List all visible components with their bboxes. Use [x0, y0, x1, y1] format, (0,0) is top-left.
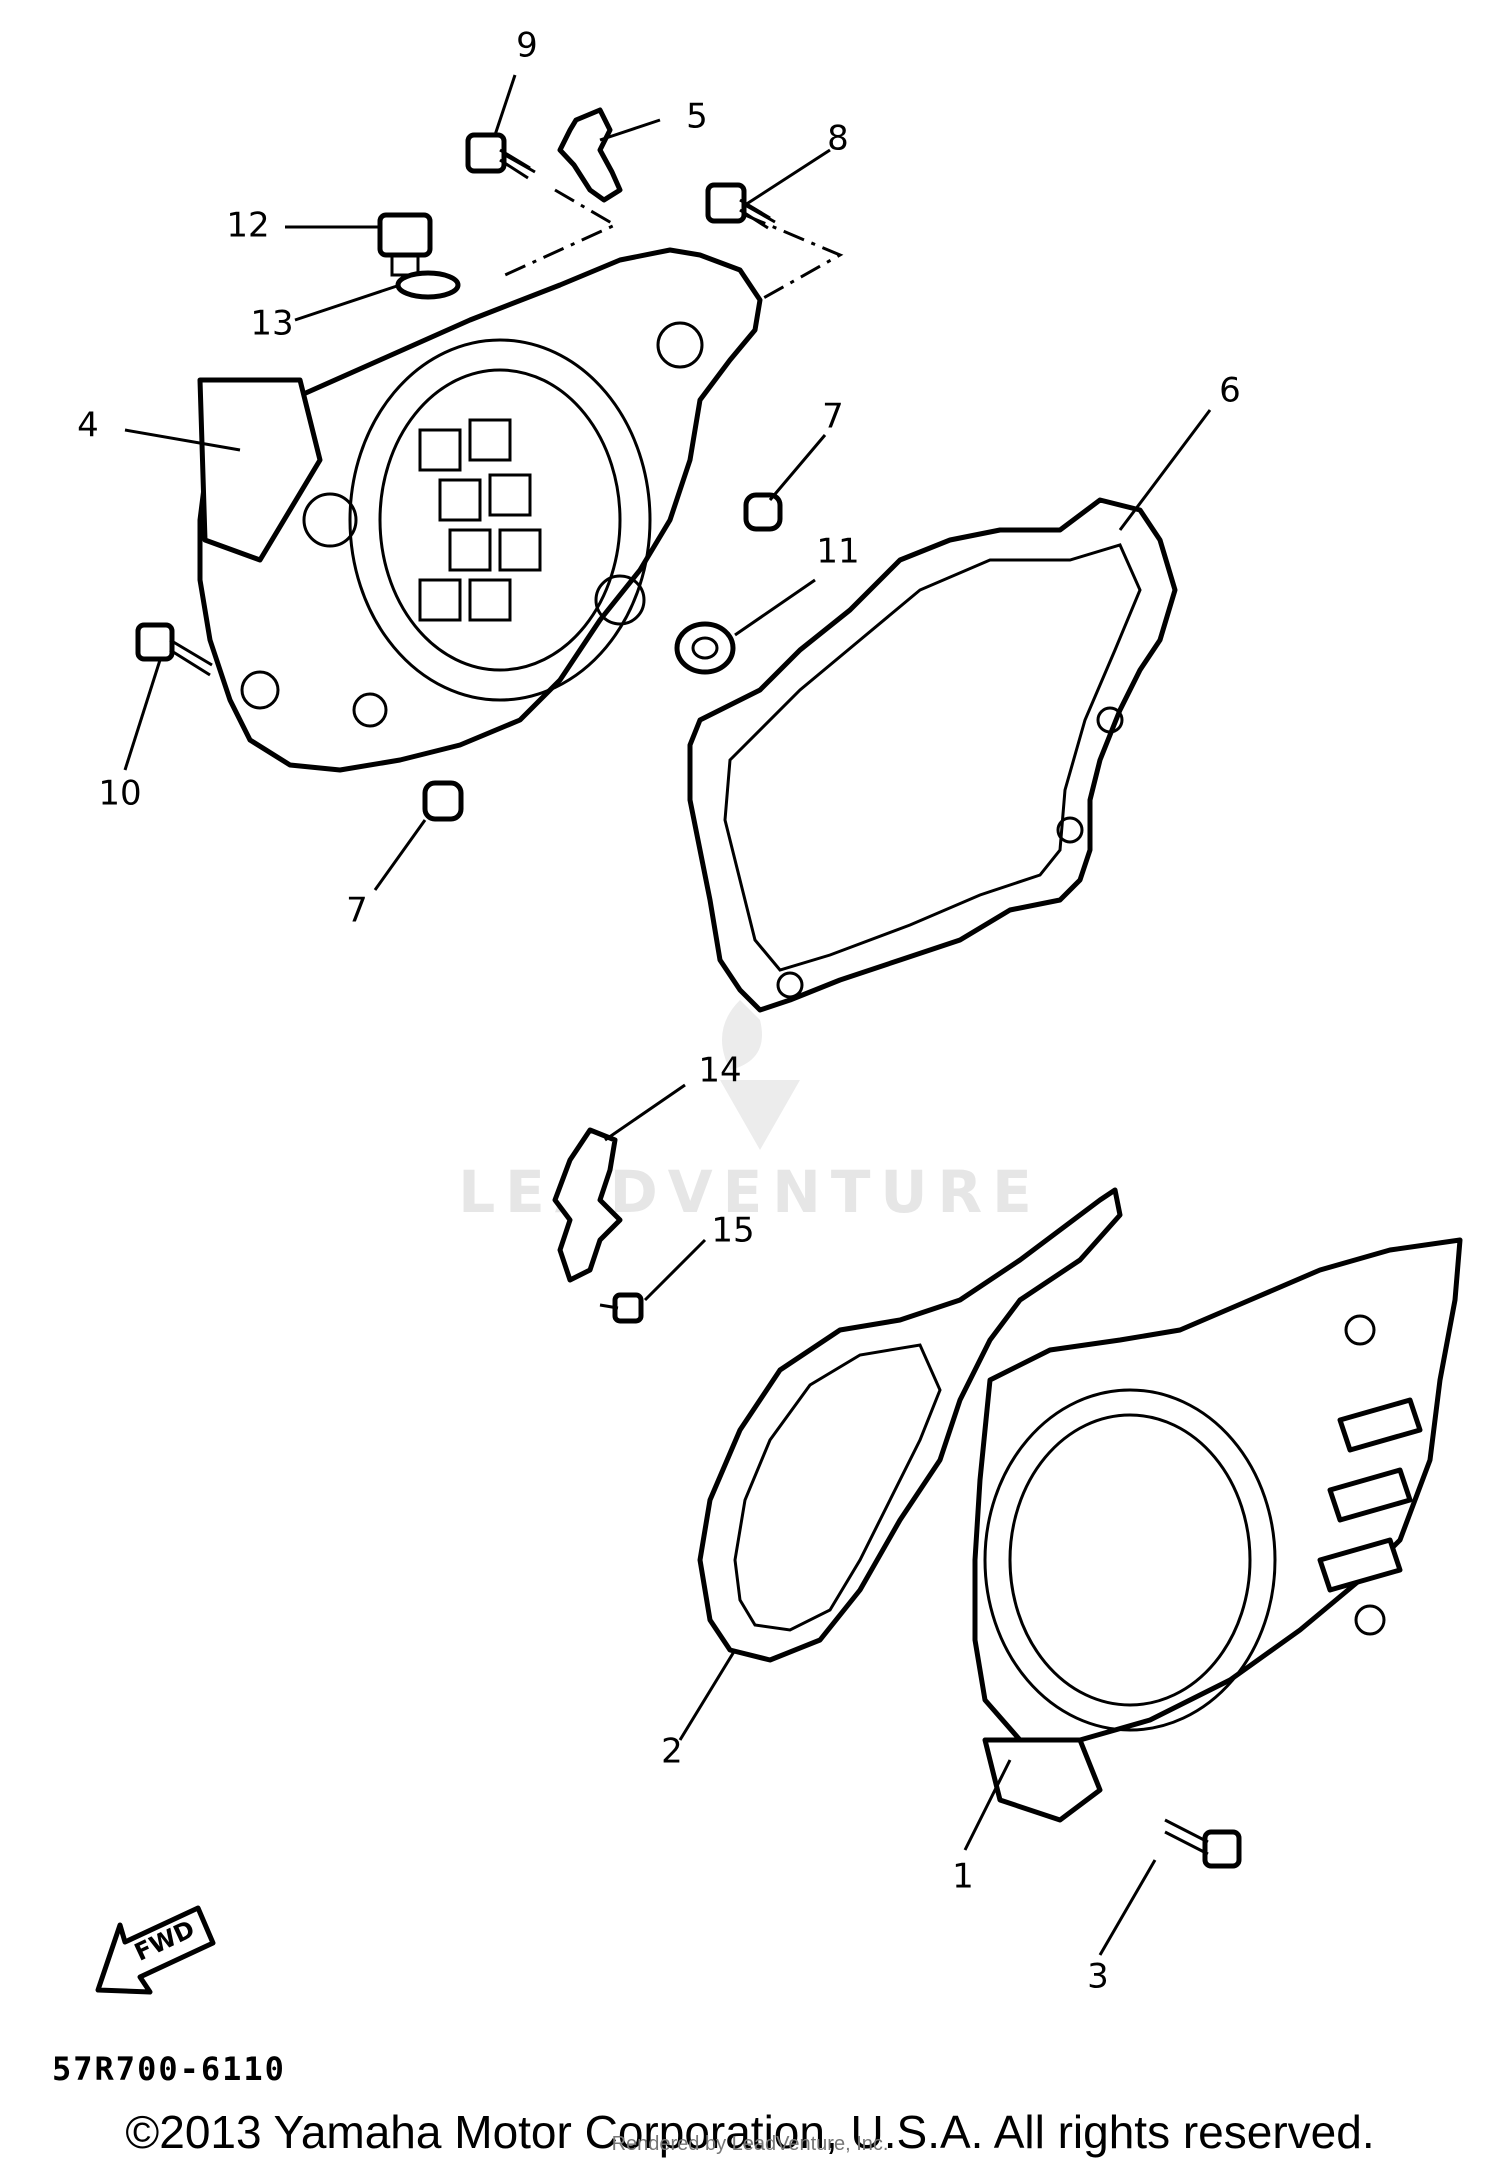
callout-13[interactable]: 13	[250, 304, 293, 344]
gasket-hole	[776, 971, 804, 999]
callout-6[interactable]: 6	[1219, 371, 1241, 411]
callout-2[interactable]: 2	[661, 1732, 683, 1772]
part-7-dowel-pin[interactable]	[422, 780, 464, 822]
part-9-bolt[interactable]	[465, 132, 536, 180]
callout-4[interactable]: 4	[77, 406, 99, 446]
callout-7-upper[interactable]: 7	[822, 397, 844, 437]
callout-1[interactable]: 1	[952, 1857, 974, 1897]
callout-10[interactable]: 10	[98, 774, 141, 814]
watermark-logo-icon	[720, 1000, 800, 1150]
part-14-bracket[interactable]	[552, 1127, 623, 1283]
part-11-seal[interactable]	[674, 621, 736, 675]
callout-14[interactable]: 14	[698, 1051, 741, 1091]
part-2-gasket[interactable]	[697, 1187, 1123, 1663]
alignment-line	[504, 188, 619, 277]
callout-5[interactable]: 5	[686, 97, 708, 137]
part-6-gasket[interactable]	[687, 497, 1178, 1013]
alignment-line	[744, 213, 844, 302]
callout-7-lower[interactable]: 7	[346, 891, 368, 931]
part-7-dowel-pin[interactable]	[743, 492, 783, 532]
fwd-arrow-icon: FWD	[95, 1905, 216, 1995]
part-8-bolt[interactable]	[705, 182, 776, 230]
gasket-hole	[1056, 816, 1084, 844]
part-15-screw[interactable]	[599, 1292, 644, 1324]
part-1-crankcase-cover[interactable]	[972, 1237, 1463, 1823]
part-3-bolt[interactable]	[1164, 1818, 1242, 1869]
gasket-hole	[1096, 706, 1124, 734]
rendered-by-note: Rendered by LeadVenture, Inc.	[611, 2133, 889, 2155]
callout-11[interactable]: 11	[816, 532, 859, 572]
callout-8[interactable]: 8	[827, 119, 849, 159]
part-4-crankcase-cover[interactable]	[197, 247, 763, 773]
copyright-notice: ©2013 Yamaha Motor Corporation, U.S.A. A…	[125, 2106, 1375, 2158]
part-12-plug[interactable]	[377, 212, 433, 277]
callout-3[interactable]: 3	[1087, 1957, 1109, 1997]
callout-12[interactable]: 12	[226, 206, 269, 246]
part-10-bolt[interactable]	[135, 622, 213, 677]
part-13-o-ring[interactable]	[395, 270, 461, 300]
part-6-gasket-inner	[723, 543, 1142, 972]
watermark: LEADVENTURE	[458, 1000, 1042, 1226]
callout-9[interactable]: 9	[516, 26, 538, 66]
part-5-bracket[interactable]	[557, 107, 623, 203]
diagram-code: 57R700-6110	[52, 2050, 286, 2088]
part-2-gasket-inner	[733, 1343, 942, 1632]
callout-15[interactable]: 15	[711, 1211, 754, 1251]
watermark-text: LEADVENTURE	[458, 1158, 1042, 1226]
leader-lines	[123, 74, 1212, 1956]
